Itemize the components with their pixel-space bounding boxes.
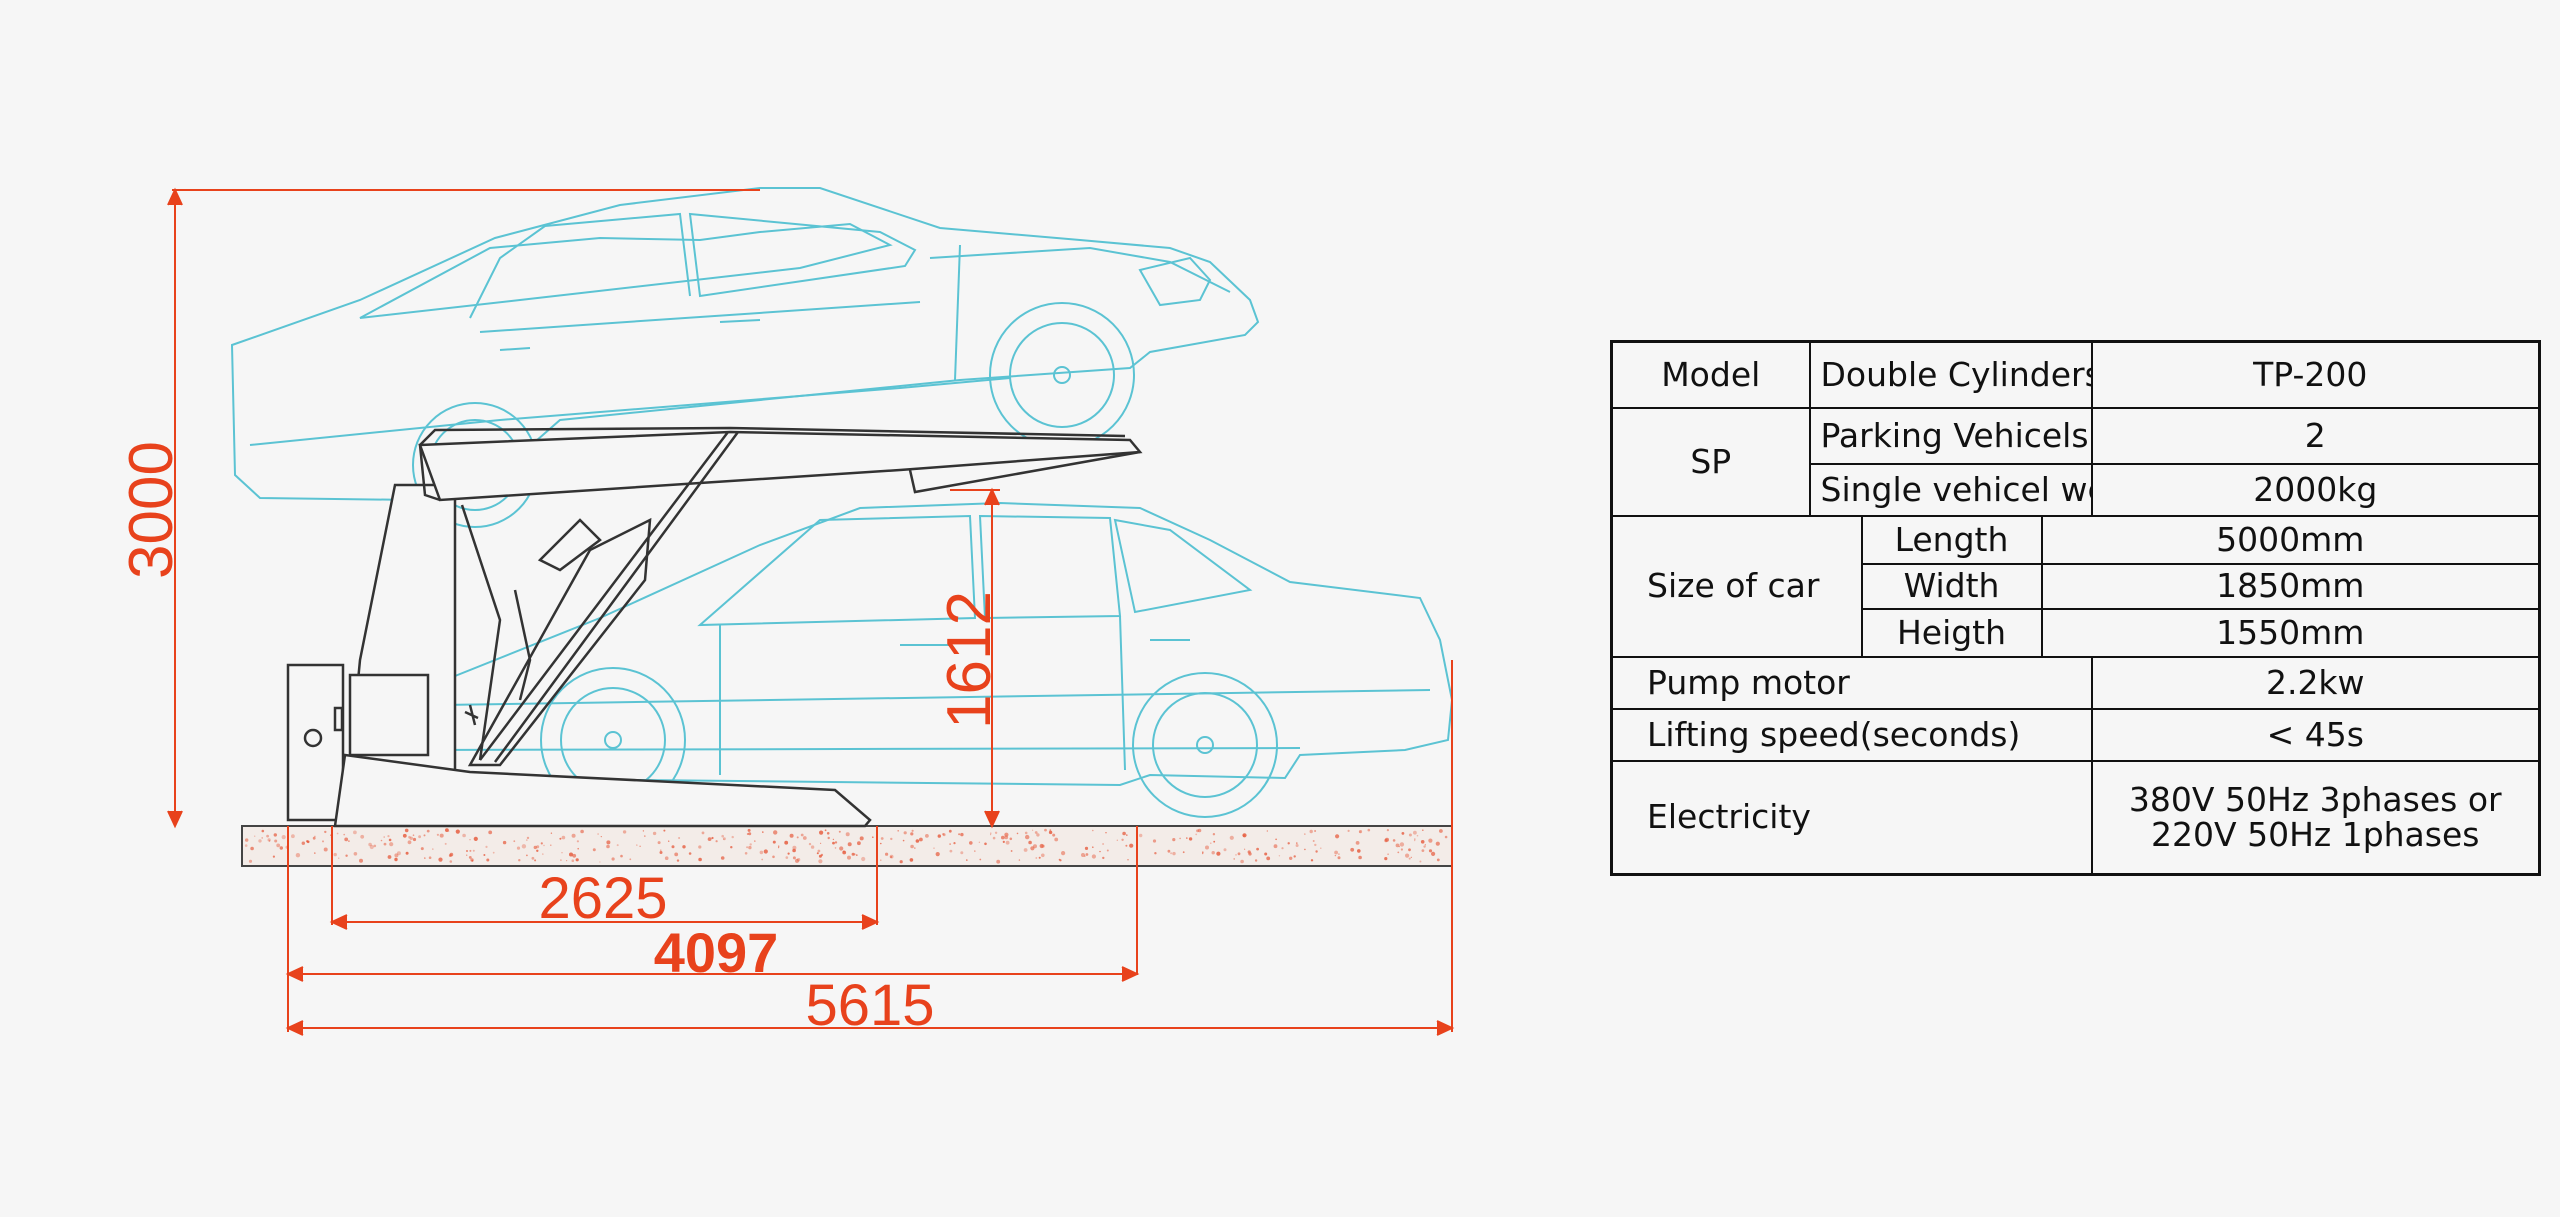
table-row: Size of car Length 5000mm bbox=[1610, 514, 2541, 658]
table-row: SP Parking Vehicels 2 bbox=[1610, 406, 2541, 517]
single-weight-label: Single vehicel weight bbox=[1808, 462, 2093, 517]
size-of-car-label: Size of car bbox=[1610, 514, 1863, 658]
electricity-label: Electricity bbox=[1610, 759, 2093, 876]
dim-2625-label: 2625 bbox=[538, 866, 667, 931]
lifting-speed-label: Lifting speed(seconds) bbox=[1610, 707, 2093, 762]
width-label: Width bbox=[1860, 562, 2043, 610]
model-label: Model bbox=[1610, 340, 1811, 409]
lift-machine bbox=[286, 426, 1143, 828]
lifting-speed-value: < 45s bbox=[2090, 707, 2541, 762]
table-row: Lifting speed(seconds) < 45s bbox=[1610, 707, 2541, 762]
dim-4097-label: 4097 bbox=[654, 921, 779, 984]
parking-vehicles-label: Parking Vehicels bbox=[1808, 406, 2093, 465]
table-row: Single vehicel weight 2000kg bbox=[1612, 462, 2541, 517]
electricity-line-1: 380V 50Hz 3phases or bbox=[2128, 779, 2502, 819]
sp-label: SP bbox=[1610, 406, 1811, 517]
parking-lift-drawing: 3000 1612 2625 4097 5615 bbox=[117, 187, 1455, 1038]
pump-motor-value: 2.2kw bbox=[2090, 655, 2541, 710]
parking-vehicles-value: 2 bbox=[2090, 406, 2541, 465]
ground-slab bbox=[241, 825, 1453, 867]
electricity-line-2: 220V 50Hz 1phases bbox=[2151, 815, 2480, 855]
pump-motor-label: Pump motor bbox=[1610, 655, 2093, 710]
single-weight-value: 2000kg bbox=[2090, 462, 2541, 517]
height-value: 1550mm bbox=[2040, 607, 2541, 658]
width-value: 1850mm bbox=[2040, 562, 2541, 610]
table-row: Model Double Cylinders Design TP-200 bbox=[1610, 340, 2541, 409]
table-row: Heigth 1550mm bbox=[1612, 607, 2541, 658]
dimension-lines bbox=[167, 187, 1455, 1036]
height-label: Heigth bbox=[1860, 607, 2043, 658]
model-design: Double Cylinders Design bbox=[1808, 340, 2093, 409]
spec-table: Model Double Cylinders Design TP-200 SP … bbox=[1610, 340, 2542, 876]
model-value: TP-200 bbox=[2090, 340, 2541, 409]
length-value: 5000mm bbox=[2040, 514, 2541, 565]
length-label: Length bbox=[1860, 514, 2043, 565]
table-row: Pump motor 2.2kw bbox=[1610, 655, 2541, 710]
ground-speckles bbox=[244, 828, 1448, 864]
table-row: Electricity 380V 50Hz 3phases or 220V 50… bbox=[1610, 759, 2541, 876]
table-row: Width 1850mm bbox=[1612, 562, 2541, 610]
electricity-value: 380V 50Hz 3phases or 220V 50Hz 1phases bbox=[2090, 759, 2541, 876]
dim-1612-label: 1612 bbox=[935, 591, 1004, 729]
dim-3000-label: 3000 bbox=[117, 441, 186, 579]
upper-car bbox=[230, 187, 1260, 528]
dim-5615-label: 5615 bbox=[805, 973, 934, 1038]
